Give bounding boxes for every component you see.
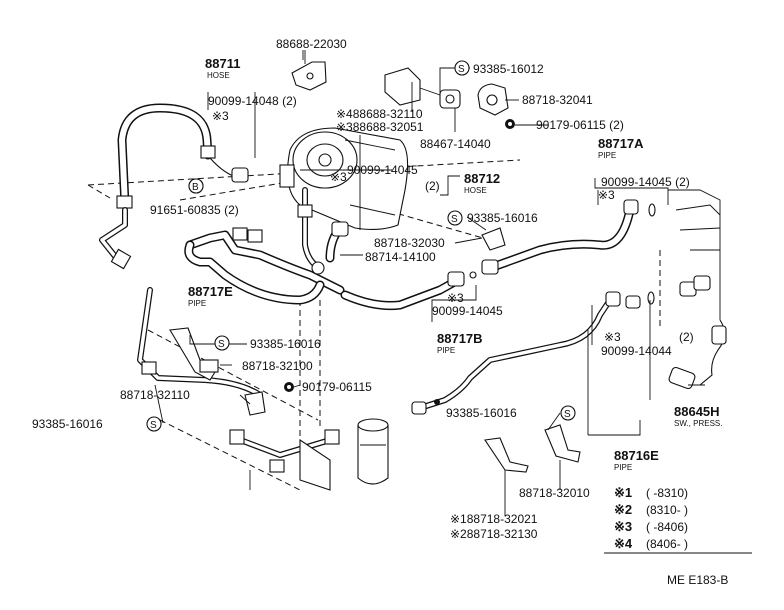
label-star3-d: ※3	[447, 291, 464, 305]
legend: ※1 ( -8310) ※2 (8310- ) ※3 ( -8406) ※4 (…	[604, 485, 752, 554]
receiver-dryer	[357, 418, 389, 485]
label-88716E: 88716E	[614, 448, 659, 463]
label-90099-14045-a: 90099-14045	[347, 163, 418, 177]
legend-range-3: ( -8406)	[646, 520, 688, 534]
label-88645H-sub: SW., PRESS.	[674, 419, 722, 428]
label-88688-22030: 88688-22030	[276, 37, 347, 51]
label-star3-b: ※3	[330, 170, 347, 184]
pipe-left-lower	[137, 287, 340, 491]
s-mark-3: S	[218, 339, 225, 350]
label-90179-06115-2: 90179-06115 (2)	[536, 118, 624, 132]
label-88467-14040: 88467-14040	[420, 137, 491, 151]
label-88714-14100: 88714-14100	[365, 250, 436, 264]
hose-88711	[99, 103, 249, 270]
label-88717B: 88717B	[437, 331, 483, 346]
legend-mark-4: ※4	[614, 536, 633, 551]
label-88688-32110: ※488688-32110	[336, 107, 423, 121]
label-93385-16016-a: 93385-16016	[467, 211, 538, 225]
b-mark: B	[192, 182, 199, 193]
bracket-88467	[384, 67, 461, 109]
label-88717A: 88717A	[598, 136, 644, 151]
s-mark-2: S	[451, 214, 458, 225]
label-88645H: 88645H	[674, 404, 720, 419]
label-88718-32110: 88718-32110	[120, 388, 190, 402]
label-88718-32100: 88718-32100	[242, 359, 313, 373]
labels: 88688-22030 88711 HOSE 90099-14048 (2) ※…	[32, 37, 728, 587]
legend-range-1: ( -8310)	[646, 486, 688, 500]
pipe-88716E	[411, 291, 655, 415]
label-88718-32010: 88718-32010	[519, 486, 590, 500]
label-90099-14045-a2: (2)	[425, 179, 440, 193]
pipe-88717A	[481, 199, 656, 275]
label-88718-32021: ※188718-32021	[450, 512, 538, 526]
label-90099-14045-c: 90099-14045	[432, 304, 503, 318]
label-90179-06115: 90179-06115	[302, 380, 372, 394]
legend-range-4: (8406- )	[646, 537, 688, 551]
label-88688-32051: ※388688-32051	[336, 120, 424, 134]
clamp-88718-32021	[484, 437, 529, 473]
label-88717E: 88717E	[188, 284, 233, 299]
label-90099-14045-b: 90099-14045 (2)	[601, 175, 690, 189]
label-88711: 88711	[205, 56, 240, 71]
label-93385-16016-d: 93385-16016	[446, 406, 517, 420]
label-90099-14044: 90099-14044	[601, 344, 672, 358]
label-88716E-sub: PIPE	[614, 463, 632, 472]
label-91651-60835: 91651-60835 (2)	[150, 203, 239, 217]
label-88718-32130: ※288718-32130	[450, 527, 538, 541]
hose-88712	[325, 221, 349, 263]
bracket-88718-32100	[169, 327, 219, 381]
clamp-88718-32041	[477, 83, 515, 129]
label-88718-32041: 88718-32041	[522, 93, 593, 107]
pipe-88717E	[184, 227, 345, 305]
clamp-88718-32110	[244, 391, 266, 416]
s-mark-5: S	[564, 409, 571, 420]
label-90099-14048: 90099-14048 (2)	[208, 94, 297, 108]
label-88712-sub: HOSE	[464, 186, 487, 195]
engine-outline-right	[668, 189, 721, 320]
label-star3-c: ※3	[598, 188, 615, 202]
legend-mark-2: ※2	[614, 502, 632, 517]
label-88712: 88712	[464, 171, 500, 186]
clamp-88718-32010	[544, 424, 581, 463]
bolt-90179-06115	[284, 382, 294, 392]
legend-range-2: (8310- )	[646, 503, 688, 517]
label-88717B-sub: PIPE	[437, 346, 455, 355]
label-93385-16016-c: 93385-16016	[32, 417, 103, 431]
label-88717E-sub: PIPE	[188, 299, 206, 308]
label-88717A-sub: PIPE	[598, 151, 616, 160]
legend-mark-1: ※1	[614, 485, 632, 500]
label-93385-16012: 93385-16012	[473, 62, 544, 76]
label-2: (2)	[679, 330, 694, 344]
bracket-88688-22030	[291, 50, 327, 91]
label-88711-sub: HOSE	[207, 71, 230, 80]
pressure-switch-88645H	[668, 319, 727, 390]
s-mark-4: S	[150, 420, 157, 431]
label-star3-e: ※3	[604, 330, 621, 344]
s-marks: S S S S S B	[146, 60, 576, 432]
legend-mark-3: ※3	[614, 519, 632, 534]
label-88718-32030: 88718-32030	[374, 236, 445, 250]
s-mark-1: S	[458, 64, 465, 75]
compressor	[279, 127, 409, 271]
label-star3-a: ※3	[212, 109, 229, 123]
catalog-number: ME E183-B	[667, 573, 728, 587]
label-93385-16016-b: 93385-16016	[250, 337, 321, 351]
pipe-88717B	[340, 271, 477, 310]
